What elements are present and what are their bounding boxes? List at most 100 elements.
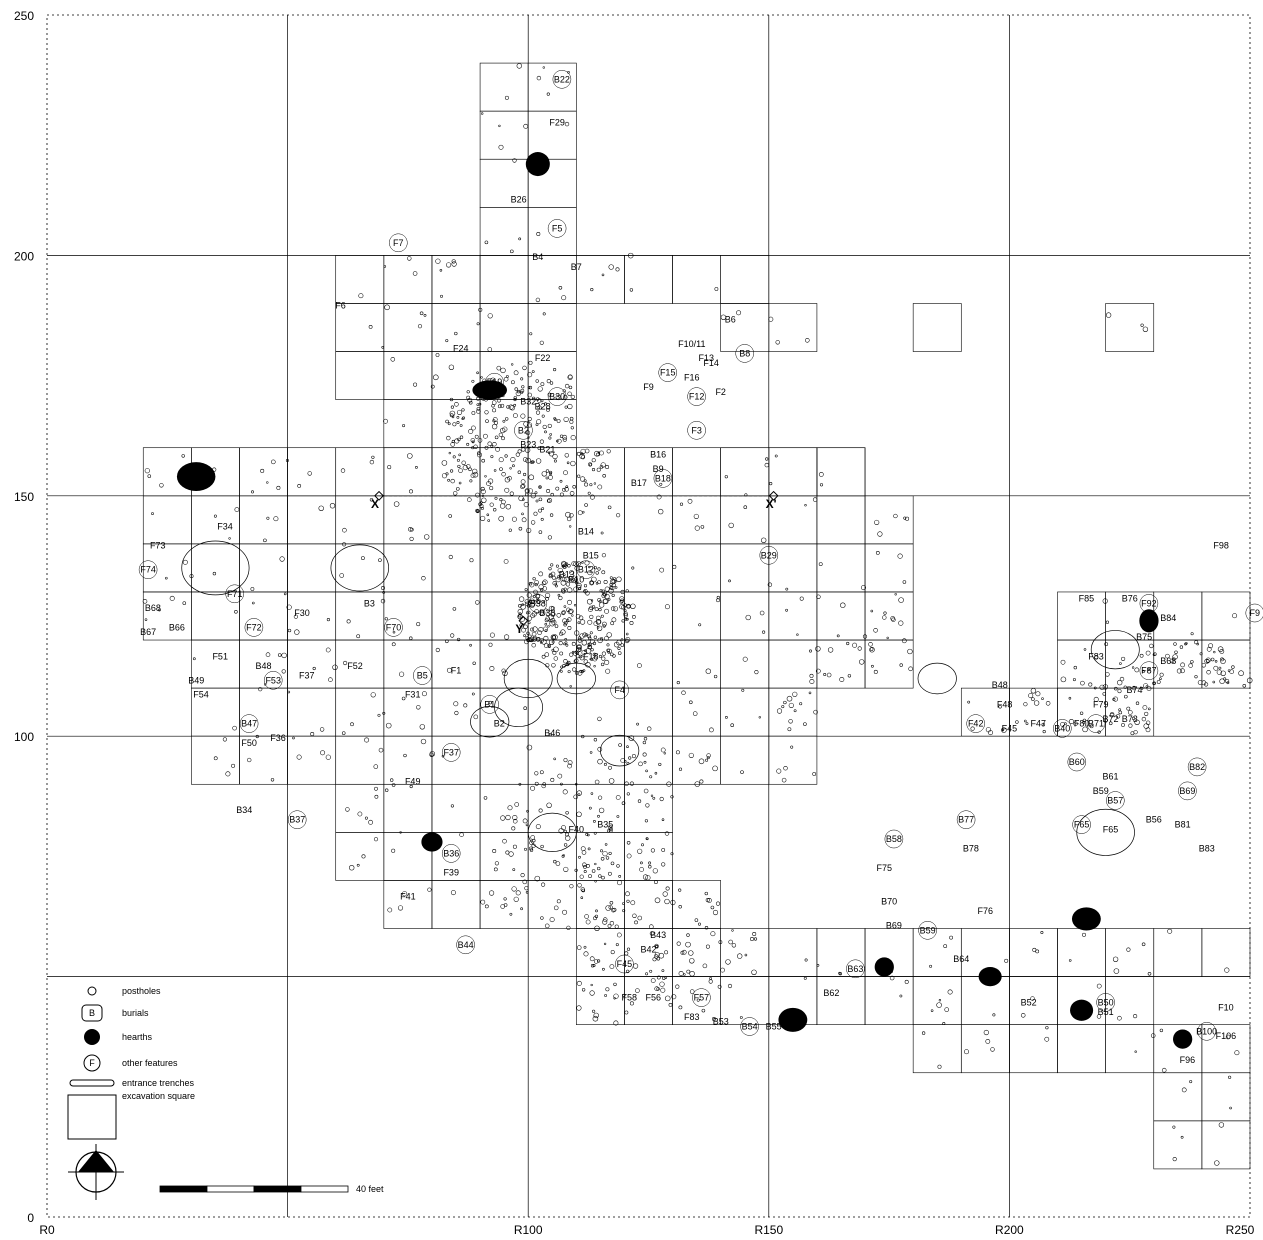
posthole (511, 826, 516, 831)
feature-label: F10/11 (678, 339, 705, 349)
posthole (1105, 672, 1110, 677)
posthole (566, 516, 572, 522)
posthole (737, 953, 743, 959)
posthole (637, 663, 642, 668)
posthole (1032, 947, 1037, 952)
posthole (369, 498, 374, 502)
posthole (604, 659, 610, 665)
posthole (523, 472, 527, 477)
posthole (1117, 679, 1123, 686)
posthole (580, 896, 584, 899)
posthole (654, 952, 660, 958)
posthole (637, 915, 643, 921)
posthole (1145, 727, 1151, 733)
posthole (617, 646, 621, 650)
posthole (992, 1013, 996, 1017)
posthole (504, 477, 511, 483)
posthole (270, 778, 275, 782)
posthole (670, 795, 674, 799)
excavation-square (335, 783, 385, 833)
feature-label: B67 (140, 627, 156, 637)
posthole (508, 528, 512, 532)
posthole (579, 453, 585, 459)
posthole (555, 394, 561, 401)
posthole (626, 603, 631, 609)
posthole (1102, 598, 1108, 604)
legend-label: entrance trenches (122, 1078, 195, 1088)
posthole (531, 643, 536, 648)
excavation-square (431, 880, 481, 929)
posthole (1131, 685, 1137, 691)
posthole (548, 475, 553, 480)
posthole (470, 438, 475, 443)
posthole (542, 424, 547, 429)
feature-label: B4 (532, 252, 543, 262)
posthole (475, 600, 480, 605)
posthole (1167, 928, 1173, 934)
posthole (1109, 712, 1115, 718)
posthole (592, 1015, 599, 1022)
posthole (543, 608, 549, 614)
posthole (1165, 653, 1170, 659)
posthole (499, 498, 503, 502)
posthole (681, 690, 686, 695)
posthole (602, 591, 608, 597)
posthole (593, 916, 597, 921)
posthole (536, 597, 539, 601)
posthole (523, 123, 529, 129)
posthole (547, 423, 552, 428)
excavation-square (1105, 928, 1155, 977)
posthole (569, 685, 572, 688)
posthole (1181, 1087, 1187, 1093)
posthole (542, 782, 546, 786)
profile-marker-diamond (374, 490, 384, 501)
posthole (579, 874, 584, 879)
posthole (159, 483, 164, 488)
posthole (869, 647, 874, 651)
posthole (577, 883, 582, 888)
posthole (606, 829, 611, 833)
posthole (581, 640, 587, 646)
x-axis-label: R0 (39, 1223, 55, 1237)
profile-marker-diamond (518, 615, 529, 626)
posthole (649, 931, 655, 936)
posthole (446, 667, 452, 673)
posthole (535, 410, 541, 415)
posthole (597, 814, 600, 818)
posthole (450, 405, 454, 409)
posthole (538, 584, 544, 590)
feature-label: F19 (487, 377, 503, 387)
posthole (484, 445, 489, 450)
posthole (1113, 968, 1120, 974)
posthole (567, 587, 573, 593)
feature-label: B38 (539, 608, 555, 618)
posthole (484, 475, 487, 478)
site-border (46, 14, 1251, 1218)
posthole (510, 457, 516, 463)
posthole (500, 904, 505, 909)
posthole (399, 831, 402, 834)
posthole (563, 758, 568, 763)
posthole (704, 926, 709, 930)
posthole (452, 607, 457, 611)
posthole (576, 980, 582, 986)
posthole (480, 899, 486, 905)
posthole (570, 460, 576, 467)
posthole (547, 498, 553, 503)
legend-burial-letter: B (89, 1008, 95, 1018)
posthole (1124, 694, 1128, 699)
posthole (1118, 710, 1123, 715)
feature-outline (1096, 993, 1115, 1012)
posthole (1172, 1125, 1176, 1129)
posthole (640, 861, 643, 865)
posthole (590, 639, 595, 644)
feature-outline (441, 743, 461, 762)
feature-label: F58 (622, 993, 638, 1003)
feature-label: F53 (265, 675, 281, 685)
posthole (1025, 722, 1029, 725)
posthole (699, 779, 704, 784)
posthole (479, 503, 484, 509)
posthole (487, 519, 490, 522)
excavation-square (912, 303, 962, 352)
posthole (907, 648, 913, 655)
